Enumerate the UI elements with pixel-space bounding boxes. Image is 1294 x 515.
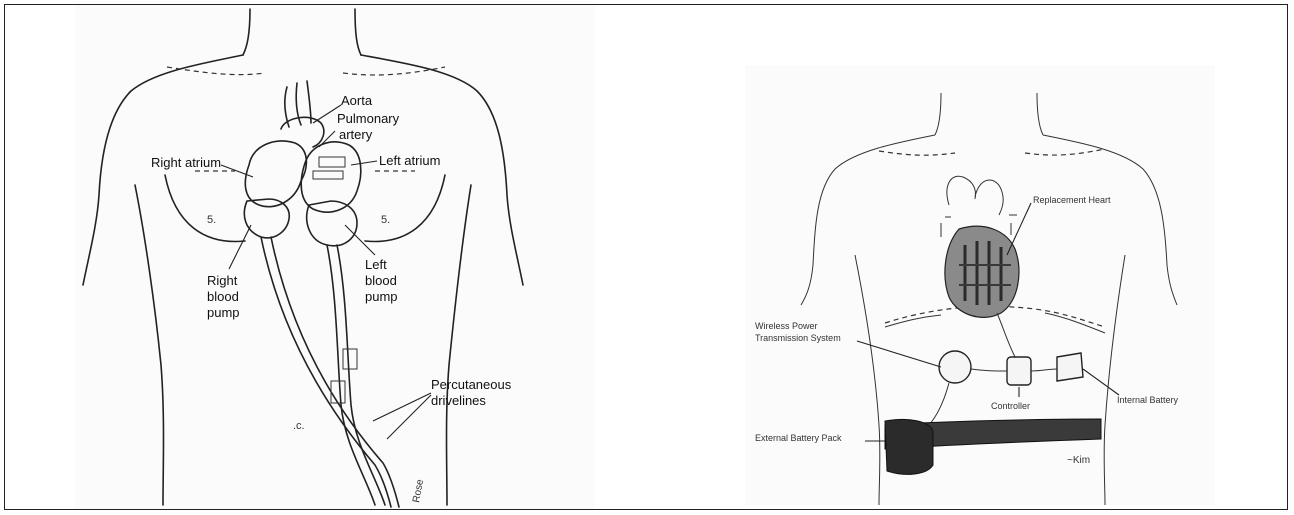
- left-figure-bivad: 5. 5. .c. Rose: [75, 5, 595, 509]
- label-right-blood-pump-2: blood: [207, 289, 239, 304]
- tah-illustration: ~Kim Replacement Heart Wireless Power Tr…: [745, 65, 1215, 505]
- label-right-blood-pump-1: Right: [207, 273, 238, 288]
- svg-text:.c.: .c.: [293, 420, 305, 432]
- label-percutaneous-2: drivelines: [431, 393, 486, 408]
- label-wireless-power-2: Transmission System: [755, 333, 841, 343]
- label-controller: Controller: [991, 401, 1030, 411]
- label-right-atrium: Right atrium: [151, 155, 221, 170]
- label-internal-battery: Internal Battery: [1117, 395, 1179, 405]
- label-left-blood-pump-1: Left: [365, 257, 387, 272]
- label-wireless-power-1: Wireless Power: [755, 321, 818, 331]
- label-right-blood-pump-3: pump: [207, 305, 240, 320]
- right-figure-tah: ~Kim Replacement Heart Wireless Power Tr…: [745, 65, 1215, 505]
- label-left-atrium: Left atrium: [379, 153, 440, 168]
- label-pulmonary-artery-2: artery: [339, 127, 373, 142]
- bivad-illustration: 5. 5. .c. Rose: [75, 5, 595, 509]
- svg-text:5.: 5.: [381, 214, 390, 226]
- label-pulmonary-artery-1: Pulmonary: [337, 111, 400, 126]
- label-aorta: Aorta: [341, 93, 373, 108]
- label-percutaneous-1: Percutaneous: [431, 377, 512, 392]
- label-replacement-heart: Replacement Heart: [1033, 195, 1111, 205]
- label-left-blood-pump-2: blood: [365, 273, 397, 288]
- label-left-blood-pump-3: pump: [365, 289, 398, 304]
- svg-text:~Kim: ~Kim: [1067, 455, 1090, 466]
- svg-text:5.: 5.: [207, 214, 216, 226]
- figure-frame: 5. 5. .c. Rose: [4, 4, 1288, 510]
- label-external-battery-pack: External Battery Pack: [755, 433, 842, 443]
